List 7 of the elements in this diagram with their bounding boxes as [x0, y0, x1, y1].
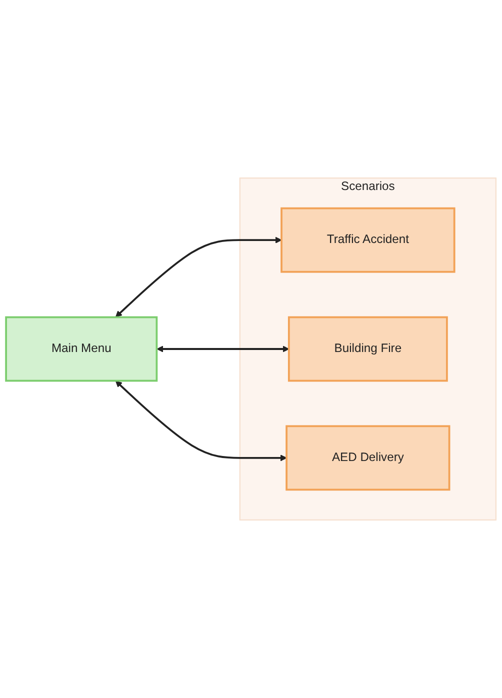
node-box: Building Fire [288, 316, 448, 382]
node-box: Traffic Accident [280, 207, 456, 273]
arrow [156, 346, 290, 352]
node-box: Main Menu [5, 316, 158, 382]
arrow [115, 380, 287, 462]
node-box: AED Delivery [286, 425, 450, 491]
arrow [115, 236, 282, 318]
